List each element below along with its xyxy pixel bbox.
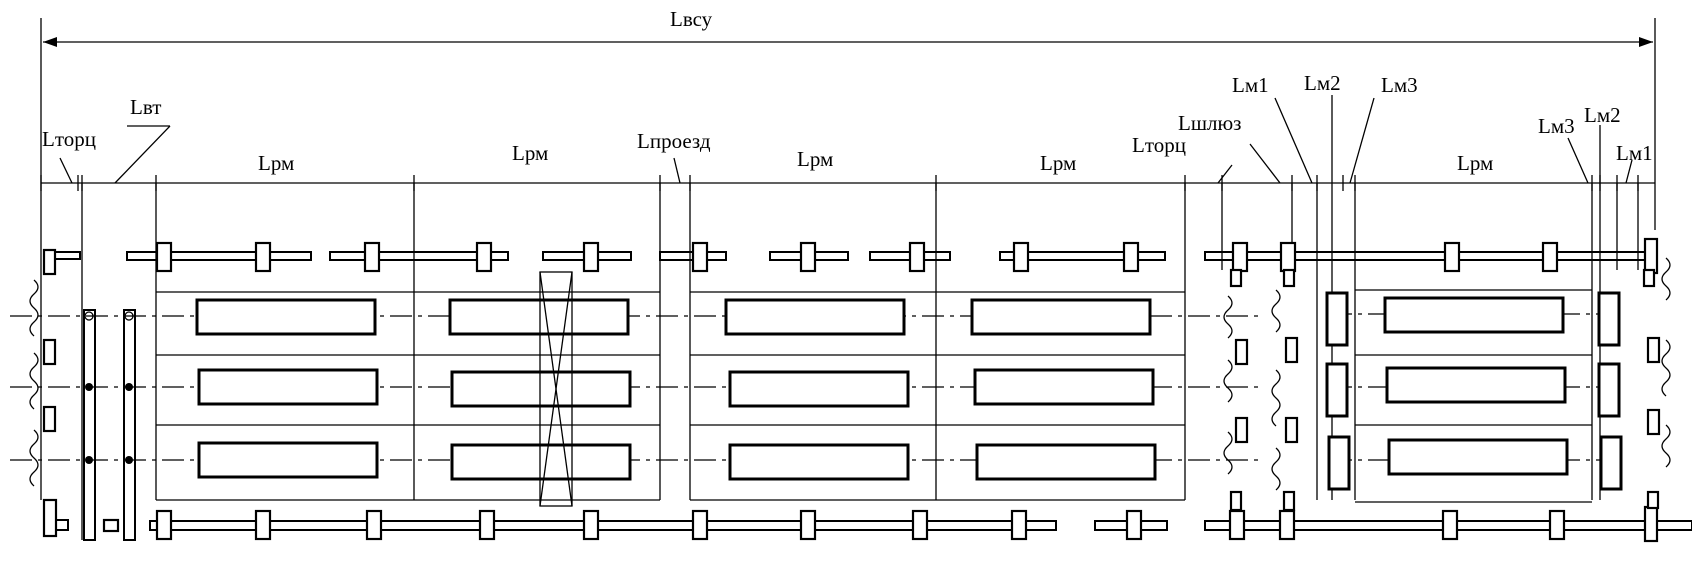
label-torc-left: Lторц xyxy=(42,127,96,151)
label-total-length: Lвсу xyxy=(670,7,713,31)
label-torc-right: Lторц xyxy=(1132,133,1186,157)
label-rm-1: Lрм xyxy=(258,151,294,175)
label-m2-left: Lм2 xyxy=(1304,71,1341,95)
top-conveyor xyxy=(42,237,1659,276)
label-rm-4: Lрм xyxy=(1040,151,1076,175)
label-shluz: Lшлюз xyxy=(1178,111,1241,135)
work-positions xyxy=(195,296,1569,481)
label-m2-right: Lм2 xyxy=(1584,103,1621,127)
label-m1-left: Lм1 xyxy=(1232,73,1269,97)
side-equipment xyxy=(42,291,1661,491)
vertical-track xyxy=(83,309,136,541)
label-rm-3: Lрм xyxy=(797,147,833,171)
label-m3-left: Lм3 xyxy=(1381,73,1418,97)
label-m1-right: Lм1 xyxy=(1616,141,1653,165)
bottom-conveyor xyxy=(42,268,1692,543)
work-zones-grid xyxy=(156,289,1592,503)
label-m3-right: Lм3 xyxy=(1538,114,1575,138)
label-rm-5: Lрм xyxy=(1457,151,1493,175)
break-lines xyxy=(29,257,1671,491)
label-vt: Lвт xyxy=(130,95,161,119)
label-proezd: Lпроезд xyxy=(637,129,711,153)
overall-dimension: Lвсу xyxy=(40,7,1656,500)
passage-crossing xyxy=(539,271,573,507)
label-rm-2: Lрм xyxy=(512,141,548,165)
